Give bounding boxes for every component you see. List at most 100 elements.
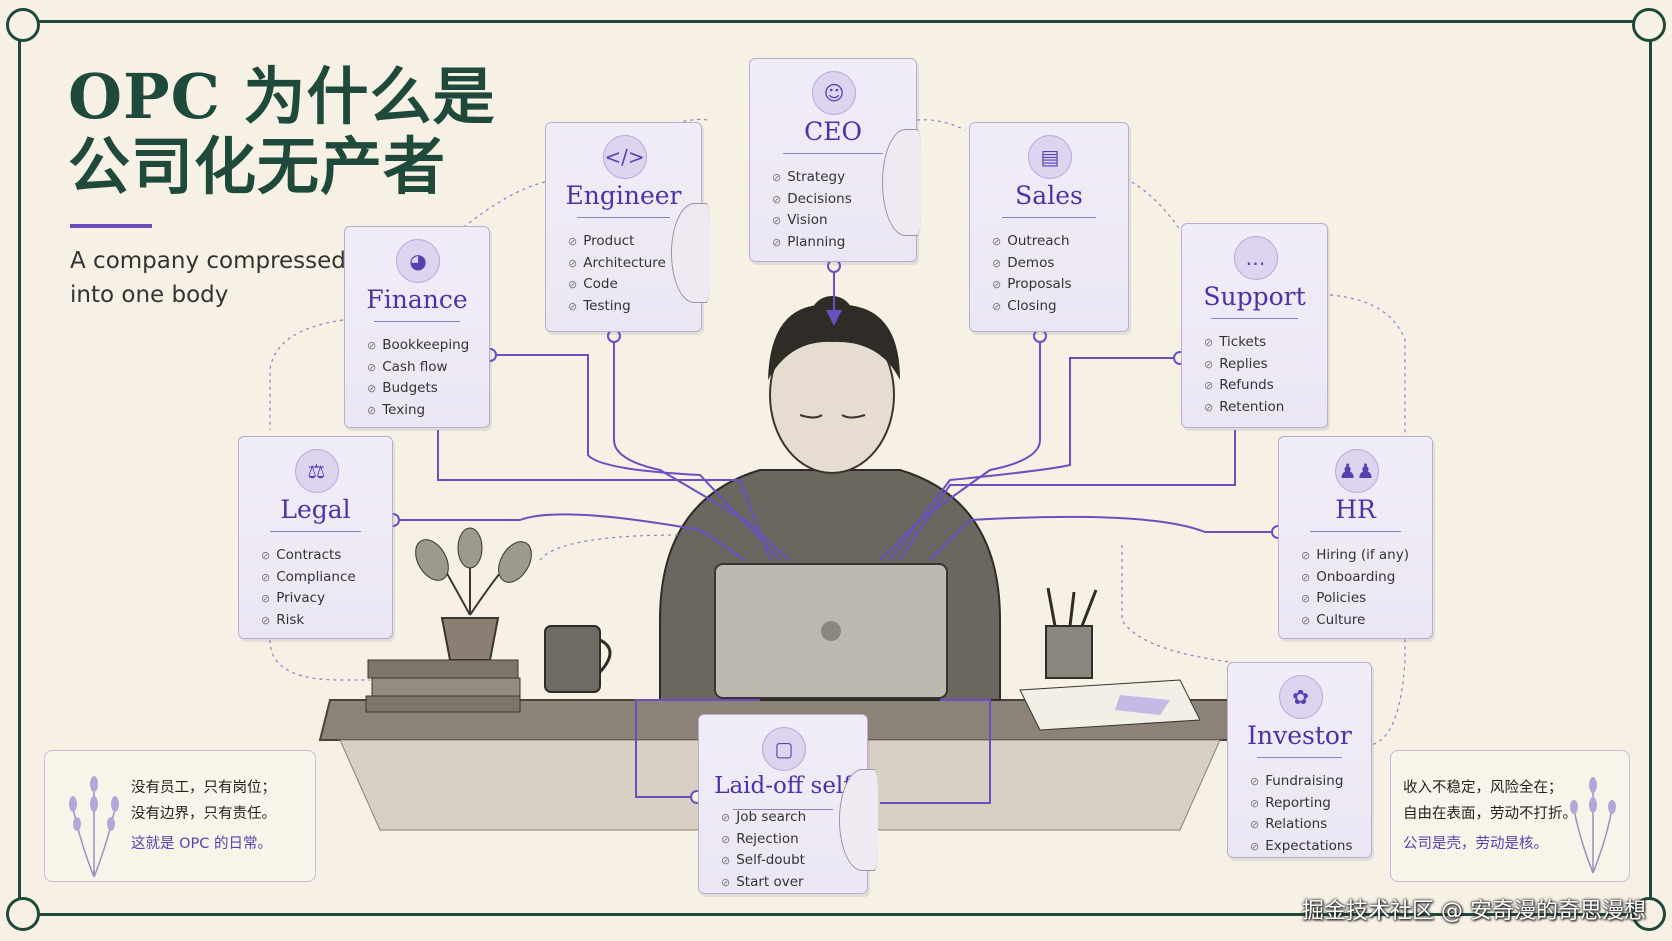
card-items: Outreach Demos Proposals Closing [992,231,1072,317]
card-divider [1001,217,1097,218]
list-item: Relations [1250,814,1353,836]
people-icon: ♟♟ [1334,449,1379,493]
list-item: Expectations [1250,836,1352,858]
note-line: 没有员工，只有岗位； [131,780,276,796]
briefcase-icon: ▢ [762,727,806,771]
list-item: Risk [261,610,356,632]
list-item: Job search [721,807,806,829]
list-item: Bookkeeping [367,335,469,357]
card-title: CEO [804,117,862,146]
card-ceo: ☺ CEO Strategy Decisions Vision Planning [749,58,921,262]
books-illustration [365,659,521,713]
list-item: Culture [1301,610,1409,632]
list-item: Outreach [992,231,1072,253]
plant-hand-icon: ✿ [1278,675,1323,719]
page-frame [18,20,1652,916]
list-item: Planning [772,232,852,254]
card-title: Support [1203,282,1306,311]
list-item: Refunds [1204,375,1284,397]
card-hr: ♟♟ HR Hiring (if any) Onboarding Policie… [1278,436,1433,639]
card-support: … Support Tickets Replies Refunds Retent… [1181,223,1328,428]
person-icon: ☺ [812,71,856,115]
list-item: Fundraising [1250,771,1353,793]
list-item: Proposals [992,274,1071,296]
note-line-highlight: 公司是壳，劳动是核。 [1403,836,1548,852]
list-item: Self-doubt [721,850,806,872]
plant-illustration [415,527,532,661]
mask-face-illustration [839,769,878,871]
bar-chart-icon: ▤ [1028,135,1072,179]
card-divider [577,217,670,218]
note-left: 没有员工，只有岗位； 没有边界，只有责任。 这就是 OPC 的日常。 [44,750,316,882]
list-item: Start over [721,872,806,894]
card-title: HR [1335,495,1376,524]
list-item: Budgets [367,378,469,400]
card-items: Tickets Replies Refunds Retention [1204,332,1284,418]
mask-face-illustration [882,129,921,236]
lavender-illustration [69,776,119,878]
card-legal: ⚖ Legal Contracts Compliance Privacy Ris… [238,436,393,639]
note-right: 收入不稳定，风险全在； 自由在表面，劳动不打折。 公司是壳，劳动是核。 [1390,750,1630,882]
list-item: Policies [1301,588,1409,610]
card-sales: ▤ Sales Outreach Demos Proposals Closing [969,122,1129,332]
list-item: Reporting [1250,793,1353,815]
list-item: Rejection [721,829,806,851]
card-divider [1211,318,1298,319]
watermark: 掘金技术社区 @ 安奇漫的奇思漫想 [1302,899,1646,924]
list-item: Vision [772,210,852,232]
list-item: Decisions [772,189,852,211]
dotted-links [269,118,1406,746]
list-item: Tickets [1204,332,1284,354]
card-divider [783,153,883,154]
card-title: Engineer [565,181,682,210]
list-item: Texing [367,400,469,422]
card-items: Product Architecture Code Testing [568,231,666,317]
note-line: 收入不稳定，风险全在； [1403,780,1563,796]
card-title: Laid-off self [714,773,852,799]
note-right-text: 收入不稳定，风险全在； 自由在表面，劳动不打折。 公司是壳，劳动是核。 [1403,775,1577,857]
mug-illustration [544,625,612,693]
card-title: Sales [1015,181,1083,210]
card-items: Strategy Decisions Vision Planning [772,167,852,253]
card-items: Contracts Compliance Privacy Risk [261,545,356,632]
mask-face-illustration [671,203,710,303]
card-finance: ◕ Finance Bookkeeping Cash flow Budgets … [344,226,490,428]
card-title: Finance [366,285,468,314]
list-item: Code [568,274,666,296]
lavender-illustration [1570,777,1616,874]
note-line-highlight: 这就是 OPC 的日常。 [131,836,272,852]
list-item: Compliance [261,567,355,589]
list-item: Cash flow [367,357,469,379]
frame-corner [6,8,40,42]
subtitle: A company compressed into one body [70,248,346,308]
note-left-text: 没有员工，只有岗位； 没有边界，只有责任。 这就是 OPC 的日常。 [131,775,276,857]
page-title: OPC 为什么是 公司化无产者 [68,62,496,202]
card-divider [1256,757,1343,758]
connector-lines [393,262,1278,804]
pencil-cup-illustration [1045,587,1098,679]
list-item: Architecture [568,253,666,275]
papers-illustration [1019,679,1201,731]
card-divider [373,321,461,322]
card-divider [269,531,362,532]
list-item: Demos [992,253,1072,275]
card-items: Job search Rejection Self-doubt Start ov… [721,807,806,893]
list-item: Contracts [261,545,356,567]
card-items: Hiring (if any) Onboarding Policies Cult… [1301,545,1409,631]
card-items: Bookkeeping Cash flow Budgets Texing [367,335,469,421]
list-item: Replies [1204,354,1284,376]
chat-bubble-icon: … [1233,236,1278,280]
frame-corner [1632,897,1666,931]
card-engineer: </> Engineer Product Architecture Code T… [545,122,710,332]
card-items: Fundraising Reporting Relations Expectat… [1250,771,1353,858]
list-item: Testing [568,296,666,318]
card-laid-off-self: ▢ Laid-off self Job search Rejection Sel… [698,714,878,894]
card-investor: ✿ Investor Fundraising Reporting Relatio… [1227,662,1372,858]
card-title: Legal [280,495,351,524]
frame-corner [6,897,40,931]
title-underline [70,224,152,228]
card-divider [1309,531,1402,532]
list-item: Privacy [261,588,356,610]
note-line: 没有边界，只有责任。 [131,806,276,822]
